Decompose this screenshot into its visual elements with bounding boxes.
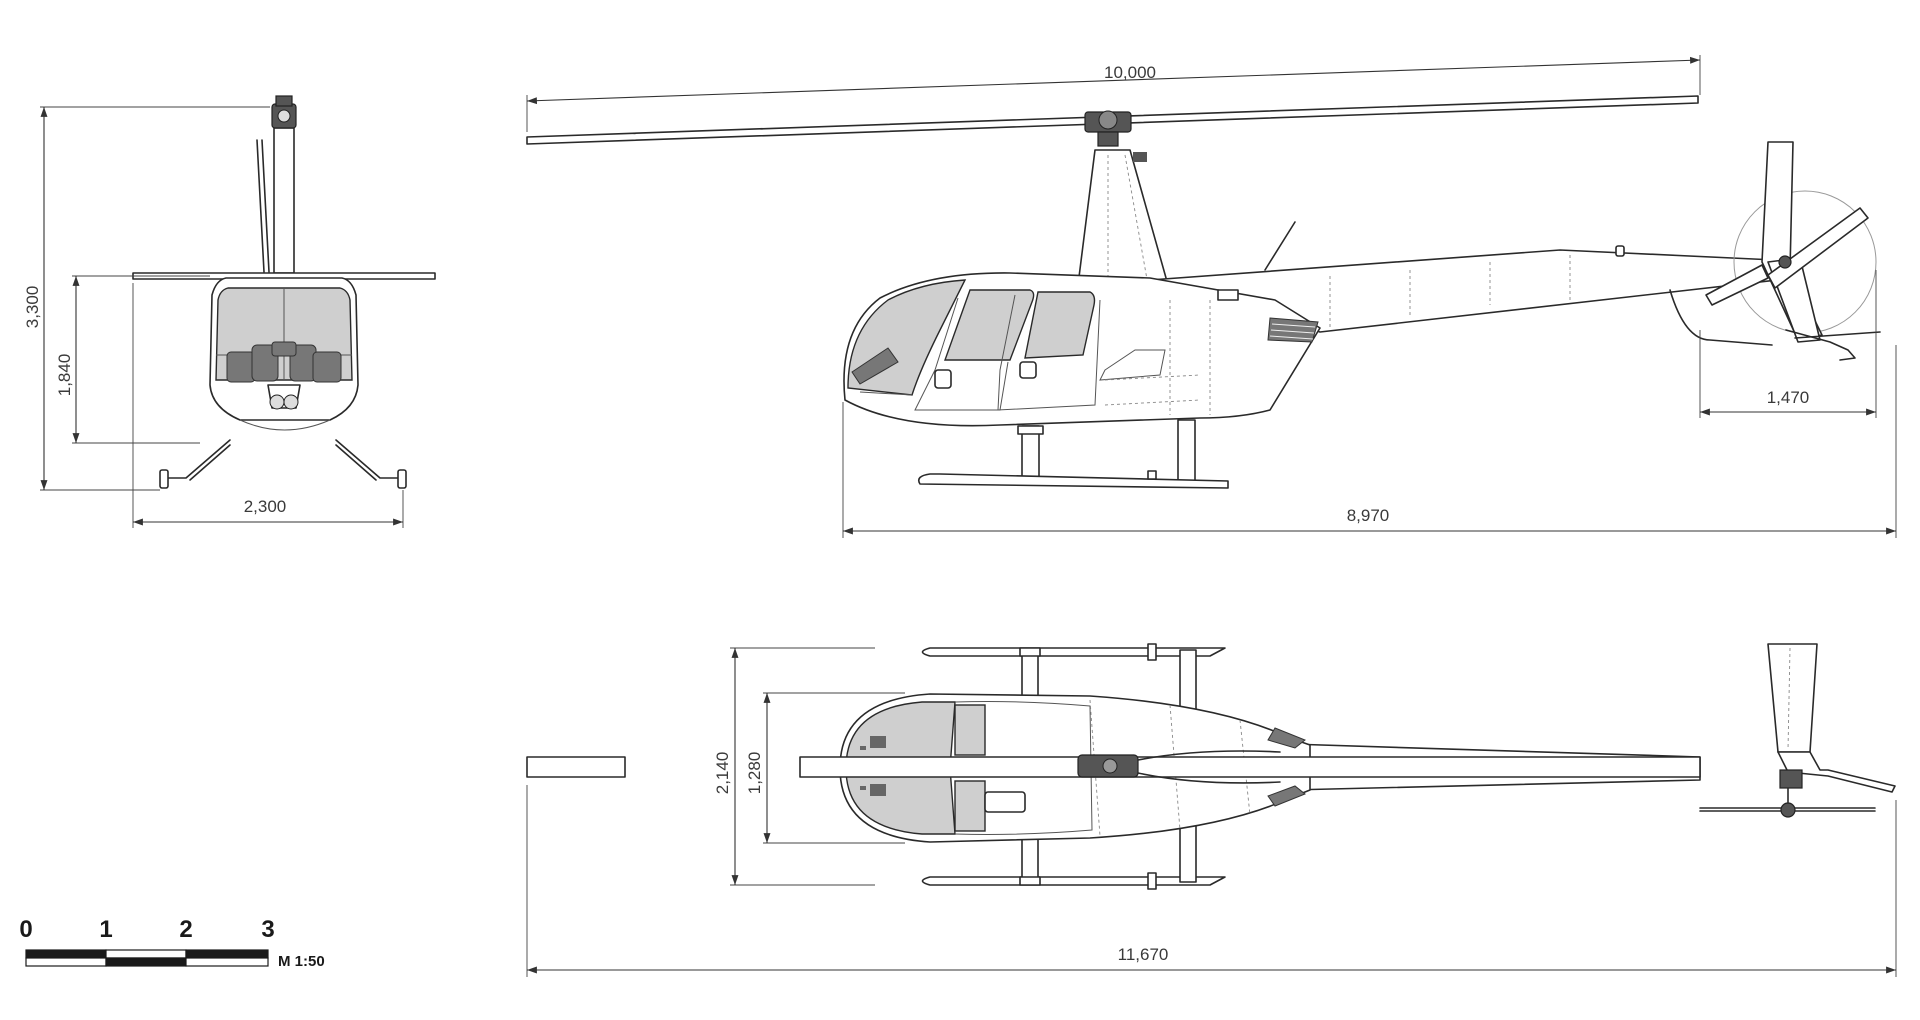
side-landing-gear xyxy=(917,419,1229,489)
fuselage-length-label: 8,970 xyxy=(1347,506,1390,525)
front-rotor-hub xyxy=(271,95,297,129)
tail-rotor-diameter-label: 1,470 xyxy=(1767,388,1810,407)
side-view xyxy=(526,95,1881,489)
front-seats xyxy=(226,341,342,383)
top-fuselage-width-label: 1,280 xyxy=(745,752,764,795)
side-main-rotor xyxy=(526,95,1699,147)
front-view xyxy=(132,95,436,489)
top-skid-width-label: 2,140 xyxy=(713,752,732,795)
scale-tick-3: 3 xyxy=(261,916,274,943)
overall-length-label: 11,670 xyxy=(1118,945,1169,964)
front-height-total-label: 3,300 xyxy=(23,286,42,329)
front-height-fuselage-label: 1,840 xyxy=(55,354,74,397)
top-skids xyxy=(921,643,1226,890)
side-engine-vent xyxy=(1267,317,1319,343)
front-width-label: 2,300 xyxy=(244,497,287,516)
scale-tick-0: 0 xyxy=(19,916,32,943)
top-main-rotor xyxy=(526,750,1701,784)
front-dimensions: 3,300 1,840 2,300 xyxy=(23,106,404,528)
scale-label: M 1:50 xyxy=(278,953,325,970)
side-dimensions: 10,000 1,470 8,970 xyxy=(526,55,1897,538)
scale-tick-2: 2 xyxy=(179,916,192,943)
rotor-diameter-label: 10,000 xyxy=(1104,63,1156,82)
scale-tick-1: 1 xyxy=(99,916,112,943)
scale-bar: 0 1 2 3 M 1:50 xyxy=(19,916,324,970)
top-dimensions: 2,140 1,280 11,670 xyxy=(526,647,1897,977)
top-view xyxy=(526,643,1896,890)
